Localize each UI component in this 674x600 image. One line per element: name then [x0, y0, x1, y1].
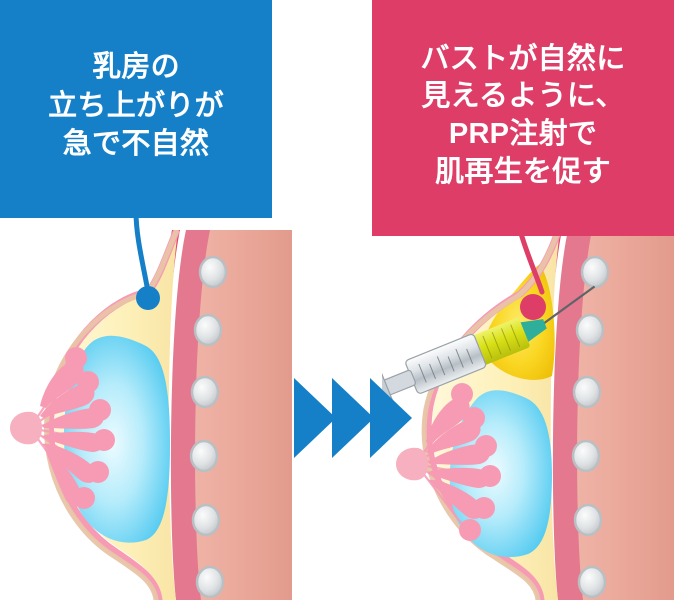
rib — [190, 375, 220, 409]
rib — [577, 565, 607, 599]
nipple — [396, 447, 428, 481]
pectoral-muscle — [170, 230, 210, 600]
rib — [580, 255, 610, 289]
after-panel-line-3: PRP注射で — [448, 118, 598, 150]
rib — [198, 255, 228, 289]
before-panel-line-3: 急で不自然 — [62, 128, 210, 161]
rib — [193, 313, 223, 347]
rib — [195, 565, 225, 599]
rib-group — [189, 255, 228, 599]
before-panel: 乳房の 立ち上がりが 急で不自然 — [0, 0, 272, 218]
arrow-2 — [332, 378, 374, 458]
nipple — [10, 411, 42, 445]
rib — [573, 503, 603, 537]
arrow-1 — [294, 378, 336, 458]
before-illustration — [10, 230, 292, 600]
rib — [189, 439, 219, 473]
needle-icon — [540, 285, 596, 327]
before-panel-line-2: 立ち上がりが — [48, 89, 224, 122]
injection-site-marker — [520, 294, 546, 320]
fluid-graduations — [482, 324, 521, 359]
after-panel: バストが自然に 見えるように、 PRP注射で 肌再生を促す — [372, 0, 674, 236]
rib-group — [571, 255, 610, 599]
after-panel-line-4: 肌再生を促す — [435, 155, 611, 188]
pectoral-muscle — [552, 230, 592, 600]
progress-arrows — [294, 378, 412, 458]
barrel-graduations — [418, 348, 474, 383]
rib — [572, 375, 602, 409]
before-panel-line-1: 乳房の — [92, 50, 180, 83]
arrow-3 — [370, 378, 412, 458]
rib — [571, 439, 601, 473]
rib — [191, 503, 221, 537]
after-panel-line-2: 見えるように、 — [421, 80, 625, 113]
rib — [575, 313, 605, 347]
mammary-glands — [40, 347, 115, 509]
syringe-fluid — [473, 318, 530, 365]
after-illustration — [382, 230, 674, 600]
after-panel-line-1: バストが自然に — [420, 42, 626, 75]
